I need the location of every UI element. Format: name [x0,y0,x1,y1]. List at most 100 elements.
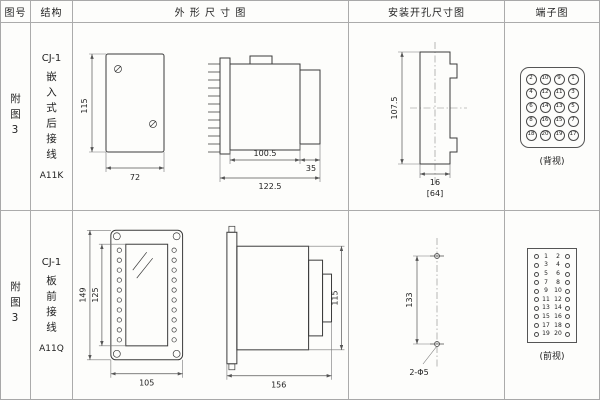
terminal-circle: 2 [525,73,537,85]
row1-structure-cell: CJ-1 嵌入式后接线 A11K [31,23,73,211]
terminal-dot [534,331,539,337]
terminal-number: 16 [554,312,562,320]
terminal-dot [534,305,539,311]
row2-terminal-dots [116,247,177,342]
row2-side-view-drawing: 156 115 [225,225,345,389]
terminal-dot [534,254,539,260]
terminal-circle: 12 [539,87,551,99]
terminal-number: 4 [556,261,560,269]
row1-terminal-cell: 2 10 9 1 4 12 11 3 6 14 13 5 8 16 15 7 1… [505,23,599,211]
terminal-number: 7 [544,278,548,286]
terminal-number: 12 [554,295,562,303]
row1-fig-no-cell: 附图3 [1,23,31,211]
row1-mounting-hole-drawing: 107.5 16 [64] [390,41,467,198]
row1-rear-depth-dim: 35 [305,164,315,173]
terminal-number: 11 [542,295,550,303]
terminal-grid-back-view: 2 10 9 1 4 12 11 3 6 14 13 5 8 16 15 7 1… [525,73,579,141]
header-fig-label: 图号 [4,8,27,19]
terminal-circle: 14 [539,101,551,113]
terminal-front-view-box: 1 2 3 4 5 6 7 8 [527,247,577,344]
row1-cutout-height-dim: 107.5 [390,96,399,119]
terminal-number: 1 [544,252,548,260]
row2-side-height-dim: 115 [330,290,339,305]
header-outline-dims: 外 形 尺 寸 图 [73,1,349,23]
row2-depth-dim: 156 [271,380,286,389]
row2-fig-no: 附图3 [9,281,21,329]
terminal-circle: 20 [539,129,551,141]
terminal-circle: 6 [525,101,537,113]
terminal-row: 15 16 [534,312,570,320]
terminal-number: 20 [554,330,562,338]
row2-view-label: (前视) [539,352,565,363]
terminal-circle: 1 [567,73,579,85]
row2-width-dim: 105 [139,378,154,387]
terminal-dot [565,314,570,320]
header-fig-no: 图号 [1,1,31,23]
row1-outline-cell: 115 72 100.5 35 122.5 [73,23,349,211]
connector-pins [207,63,220,152]
row1-front-view-drawing: 115 72 [80,53,164,182]
header-mounting-dims: 安装开孔尺寸图 [349,1,505,23]
terminal-circle: 17 [567,129,579,141]
terminal-circle: 19 [553,129,565,141]
row1-side-view-drawing: 100.5 35 122.5 [207,55,320,191]
terminal-number: 17 [542,321,550,329]
row1-body-depth-dim: 100.5 [253,149,276,158]
terminal-number: 2 [556,252,560,260]
terminal-number: 9 [544,287,548,295]
header-structure: 结构 [31,1,73,23]
terminal-number: 15 [542,312,550,320]
terminal-circle: 9 [553,73,565,85]
terminal-circle: 5 [567,101,579,113]
row2-inner-height-dim: 125 [91,287,100,302]
terminal-number: 18 [554,321,562,329]
terminal-dot [534,288,539,294]
row2-structure: 板前接线 [45,274,57,337]
header-mounting-label: 安装开孔尺寸图 [388,8,465,19]
terminal-dot [565,280,570,286]
terminal-number: 10 [554,287,562,295]
terminal-circle: 16 [539,115,551,127]
terminal-circle: 10 [539,73,551,85]
terminal-number: 8 [556,278,560,286]
terminal-dot [534,280,539,286]
header-terminal: 端子图 [505,1,599,23]
terminal-circle: 7 [567,115,579,127]
terminal-row: 19 20 [534,331,570,337]
row2-hole-note: 2-Φ5 [409,368,428,377]
terminal-number: 6 [556,270,560,278]
row2-outer-height-dim: 149 [78,287,87,302]
row2-terminal-cell: 1 2 3 4 5 6 7 8 [505,211,599,399]
terminal-number: 14 [554,304,562,312]
terminal-dot [565,262,570,268]
row1-front-height-dim: 115 [80,98,89,113]
terminal-dot [565,297,570,303]
terminal-dot [534,323,539,329]
terminal-row: 3 4 [534,262,570,268]
terminal-number: 19 [542,330,550,338]
row1-cutout-width-dim: 16 [429,178,439,187]
row1-code: A11K [39,170,64,181]
terminal-number: 3 [544,261,548,269]
row1-front-width-dim: 72 [129,173,139,182]
row1-mounting-cell: 107.5 16 [64] [349,23,505,211]
terminal-row: 11 12 [534,295,570,303]
terminal-row: 5 6 [534,271,570,277]
terminal-number: 13 [542,304,550,312]
terminal-row: 9 10 [534,288,570,294]
row2-mounting-cell: 133 2-Φ5 [349,211,505,399]
row1-cutout-note: [64] [426,189,442,198]
terminal-circle: 4 [525,87,537,99]
row2-model: CJ-1 [41,256,62,268]
terminal-dot [534,271,539,277]
row2-code: A11Q [39,343,64,354]
terminal-circle: 18 [525,129,537,141]
row1-fig-no: 附图3 [9,92,21,141]
terminal-dot [565,288,570,294]
row1-structure: 嵌入式后接线 [45,70,57,164]
row2-front-view-drawing: 149 125 105 [78,229,184,387]
terminal-dot [534,314,539,320]
terminal-circle: 15 [553,115,565,127]
terminal-dot [565,305,570,311]
